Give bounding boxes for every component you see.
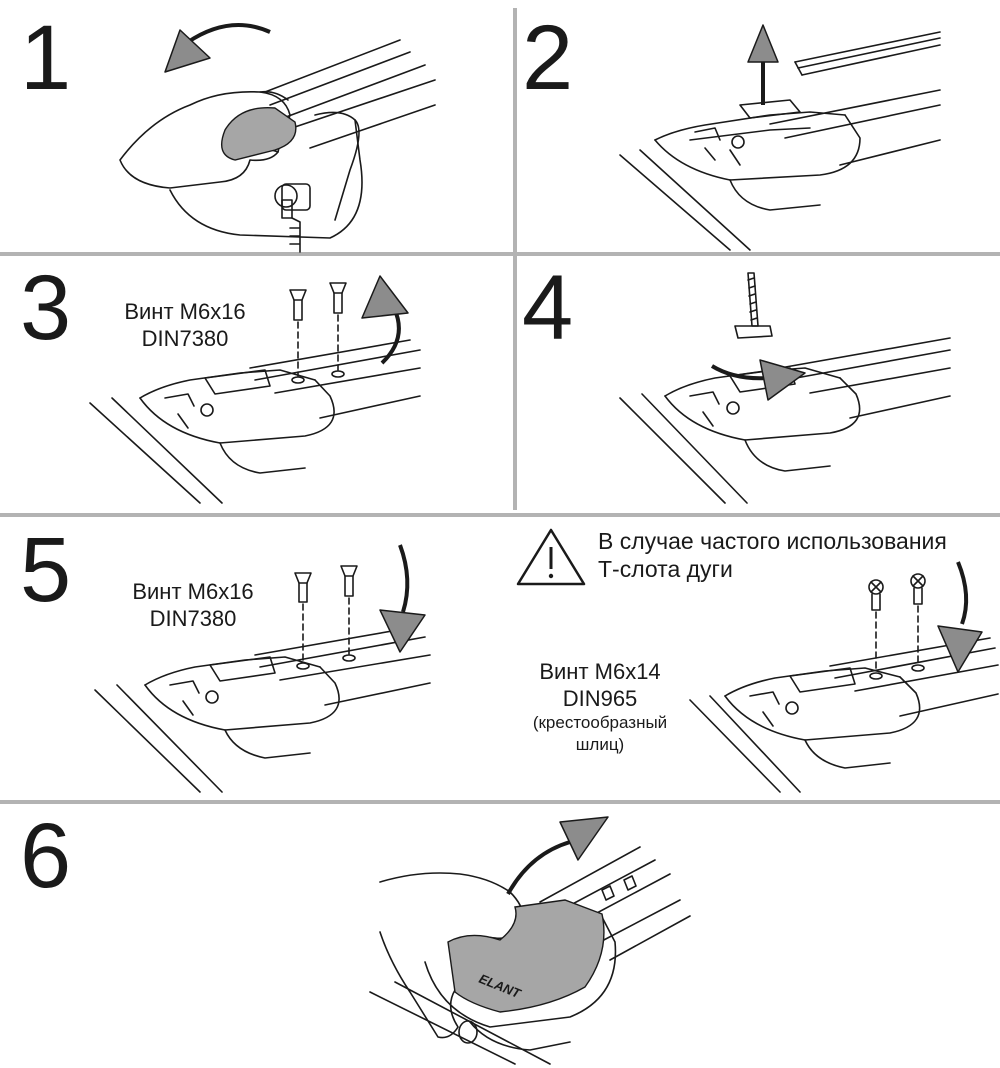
step-number-1: 1 — [20, 7, 72, 109]
screw-note-line-2: шлиц) — [575, 735, 625, 754]
screw-label-line-1: Винт М6х14 — [539, 659, 661, 684]
step-number-2: 2 — [522, 7, 574, 109]
step-3-screw-label: Винт М6х16 DIN7380 — [110, 298, 260, 352]
screw-label-line-2: DIN7380 — [149, 606, 237, 631]
warning-illustration — [689, 561, 999, 793]
screw-note-line-1: (крестообразный — [532, 713, 668, 732]
warning-text: В случае частого использования Т-слота д… — [598, 527, 998, 583]
step-number-3: 3 — [20, 257, 72, 359]
step-1-illustration — [119, 22, 436, 253]
divider-row-3 — [0, 800, 1000, 804]
divider-vertical-top — [513, 8, 517, 510]
warning-line-1: В случае частого использования — [598, 528, 947, 554]
screw-label-line-2: DIN965 — [562, 686, 638, 711]
divider-row-1 — [0, 252, 1000, 256]
warning-line-2: Т-слота дуги — [598, 556, 733, 582]
step-number-6: 6 — [20, 805, 72, 907]
step-5-screw-label: Винт М6х16 DIN7380 — [118, 578, 268, 632]
screw-label-line-2: DIN7380 — [141, 326, 229, 351]
warning-triangle-icon — [516, 528, 586, 586]
step-number-4: 4 — [522, 257, 574, 359]
warning-screw-label: Винт М6х14 DIN965 (крестообразный шлиц) — [515, 658, 685, 756]
divider-row-2 — [0, 513, 1000, 517]
screw-label-line-1: Винт М6х16 — [132, 579, 254, 604]
step-3-illustration — [89, 275, 421, 504]
step-4-illustration — [619, 272, 951, 504]
step-6-illustration: ELANT — [369, 816, 691, 1065]
step-number-5: 5 — [20, 519, 72, 621]
step-5-illustration — [94, 544, 431, 793]
screw-label-line-1: Винт М6х16 — [124, 299, 246, 324]
step-2-illustration — [619, 24, 941, 251]
